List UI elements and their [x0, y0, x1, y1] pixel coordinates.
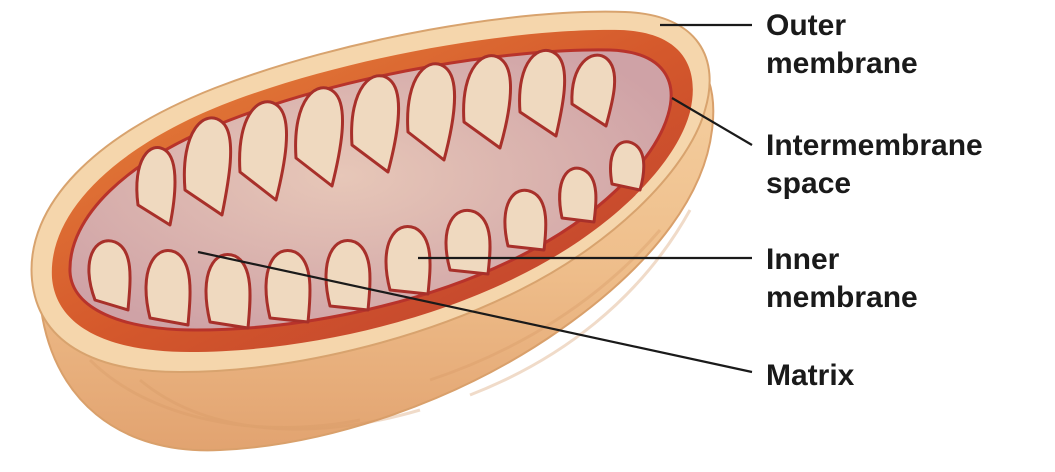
- label-outer-membrane-line2: membrane: [766, 45, 1051, 83]
- label-matrix: Matrix: [766, 357, 1051, 395]
- label-inner-membrane-line1: Inner: [766, 241, 1051, 279]
- label-inner-membrane-line2: membrane: [766, 279, 1051, 317]
- label-inner-membrane: Inner membrane: [766, 241, 1051, 317]
- label-outer-membrane-line1: Outer: [766, 7, 1051, 45]
- label-intermembrane-space-line1: Intermembrane: [766, 127, 1051, 165]
- label-intermembrane-space: Intermembrane space: [766, 127, 1051, 203]
- label-intermembrane-space-line2: space: [766, 165, 1051, 203]
- label-outer-membrane: Outer membrane: [766, 7, 1051, 83]
- label-matrix-line1: Matrix: [766, 357, 1051, 395]
